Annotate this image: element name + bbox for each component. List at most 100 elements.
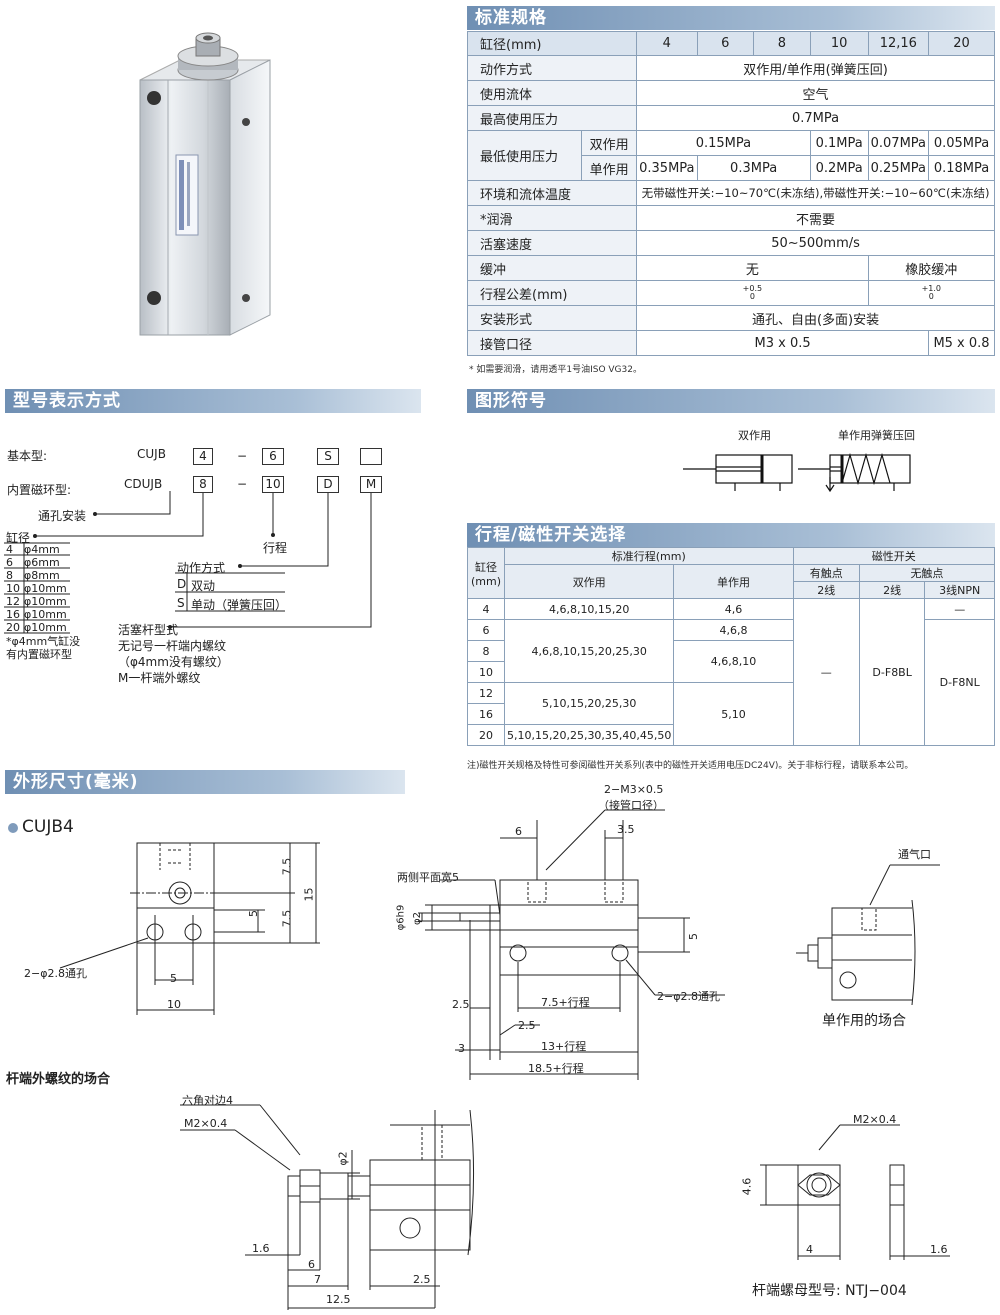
through-hole-label: 通孔安装: [38, 509, 87, 523]
magnet-type-label: 内置磁环型:: [7, 483, 72, 497]
cell: M3 x 0.5: [636, 330, 930, 356]
wire-head: 2线: [792, 581, 860, 599]
cell: 5,10,15,20,25,30,35,40,45,50: [503, 724, 675, 746]
bore-col: 20: [928, 31, 995, 56]
code-box-rod: M: [360, 476, 382, 493]
bore-col: 6: [696, 31, 755, 56]
bore-value: φ8mm: [24, 569, 60, 582]
side-flat: 两侧平面宽5: [397, 871, 459, 884]
bore-value: φ6mm: [24, 556, 60, 569]
code-box-stroke: 10: [262, 476, 284, 493]
row-value: 通孔、自由(多面)安装: [636, 305, 995, 331]
side-phi2: φ2: [411, 912, 423, 925]
spec-table: 缸径(mm) 4 6 8 10 12,16 20 动作方式双作用/单作用(弹簧压…: [466, 31, 996, 356]
side-2-5b: 2.5: [518, 1019, 536, 1032]
bore-item: 8 φ8mm: [6, 569, 67, 582]
code-box-bore: 8: [193, 476, 213, 493]
side-3-5: 3.5: [617, 823, 635, 836]
code-box-action: D: [317, 476, 339, 493]
dim-front-7-5b: 7.5: [280, 909, 294, 928]
cell: 4,6,8,10: [673, 640, 794, 683]
bore-value: φ10mm: [24, 608, 67, 621]
magnet-prefix: CDUJB: [124, 477, 163, 491]
bore-code: 8: [6, 569, 13, 582]
bore-header: 缸径(mm): [466, 31, 638, 56]
bore-title: 缸径: [6, 531, 31, 545]
bore-code: 12: [6, 595, 20, 608]
basic-prefix: CUJB: [137, 447, 166, 461]
cell: 0.07MPa: [867, 130, 930, 156]
cell: 橡胶缓冲: [867, 255, 996, 281]
rod-section-title: 杆端外螺纹的场合: [6, 1072, 111, 1087]
cell: —: [792, 598, 860, 746]
side-13: 13+行程: [541, 1040, 587, 1053]
row-label: 动作方式: [466, 55, 638, 81]
spec-row-cushion: 缓冲无橡胶缓冲: [466, 255, 996, 281]
sub-label: 单作用: [581, 155, 638, 181]
side-port2: （接管口径）: [598, 799, 664, 812]
sub-label: 双作用: [581, 130, 638, 156]
wire-head: 3线NPN: [924, 581, 995, 599]
nut-1-6: 1.6: [930, 1243, 948, 1256]
dim-front-10: 10: [167, 998, 181, 1011]
stroke-label: 行程: [263, 541, 288, 555]
action-title: 动作方式: [177, 561, 226, 575]
side-3: 3: [458, 1042, 465, 1055]
tol-upper: +0.5: [742, 284, 763, 293]
bore-item: 12 φ10mm: [6, 595, 67, 608]
cell: 无: [636, 255, 869, 281]
tol-upper: +1.0: [921, 284, 942, 293]
nut-m2: M2×0.4: [853, 1113, 897, 1126]
single-head: 单作用: [673, 564, 794, 599]
side-5: 5: [687, 933, 700, 940]
bore-head: 缸径(mm): [467, 547, 505, 599]
side-hole: 2−φ2.8通孔: [657, 990, 720, 1003]
stroke-note: 注)磁性开关规格及特性可参阅磁性开关系列(表中的磁性开关适用电压DC24V)。关…: [467, 761, 914, 771]
spec-footnote: * 如需要润滑，请用透平1号油ISO VG32。: [469, 365, 642, 375]
bore-col: 4: [636, 31, 698, 56]
nut-4: 4: [806, 1243, 813, 1256]
rod-hex: 六角对边4: [182, 1094, 233, 1107]
spec-row-min-pressure-double: 最低使用压力 双作用 0.15MPa 0.1MPa 0.07MPa 0.05MP…: [466, 130, 995, 181]
dim-front-5v: 5: [247, 910, 260, 917]
switch-head: 磁性开关: [792, 547, 996, 565]
row-value: 不需要: [636, 205, 995, 231]
row-label: 行程公差(mm): [466, 280, 638, 306]
bore-item: 6 φ6mm: [6, 556, 67, 569]
code-box-action: S: [317, 448, 339, 465]
side-7-5: 7.5+行程: [541, 996, 590, 1009]
action-s-code: S: [177, 596, 185, 610]
row-value: 无带磁性开关:−10~70℃(未冻结),带磁性开关:−10~60℃(未冻结): [636, 180, 995, 206]
rod-line: 无记号一杆端内螺纹: [118, 639, 227, 653]
nut-4-6: 4.6: [740, 1177, 754, 1196]
dim-front-hole: 2−φ2.8通孔: [24, 967, 87, 980]
bore-col: 12,16: [867, 31, 930, 56]
dims-model-bullet: [8, 823, 18, 833]
bore-note: *φ4mm气缸没 有内置磁环型: [6, 635, 80, 661]
spec-header-row: 缸径(mm) 4 6 8 10 12,16 20: [466, 31, 995, 56]
symbol-double-label: 双作用: [738, 429, 771, 442]
std-stroke-head: 标准行程(mm): [503, 547, 794, 565]
bore-value: φ10mm: [24, 582, 67, 595]
bore-value: φ10mm: [24, 595, 67, 608]
cell: D-F8NL: [924, 619, 995, 746]
cell: 0.2MPa: [809, 155, 869, 181]
spec-row-fluid: 使用流体空气: [466, 80, 995, 106]
single-caption: 单作用的场合: [822, 1013, 906, 1029]
side-port1: 2−M3×0.5: [604, 783, 664, 796]
row-label: 使用流体: [466, 80, 638, 106]
tol-lower: 0: [749, 292, 755, 301]
bore-code: 4: [6, 543, 13, 556]
bore-code: 6: [6, 556, 13, 569]
side-2-5a: 2.5: [452, 998, 470, 1011]
cell: 0.3MPa: [696, 155, 811, 181]
dims-model: CUJB4: [22, 817, 74, 837]
bore-code: 20: [6, 621, 20, 634]
dash: −: [237, 477, 248, 491]
row-label: 安装形式: [466, 305, 638, 331]
row-label: 最低使用压力: [466, 130, 583, 181]
